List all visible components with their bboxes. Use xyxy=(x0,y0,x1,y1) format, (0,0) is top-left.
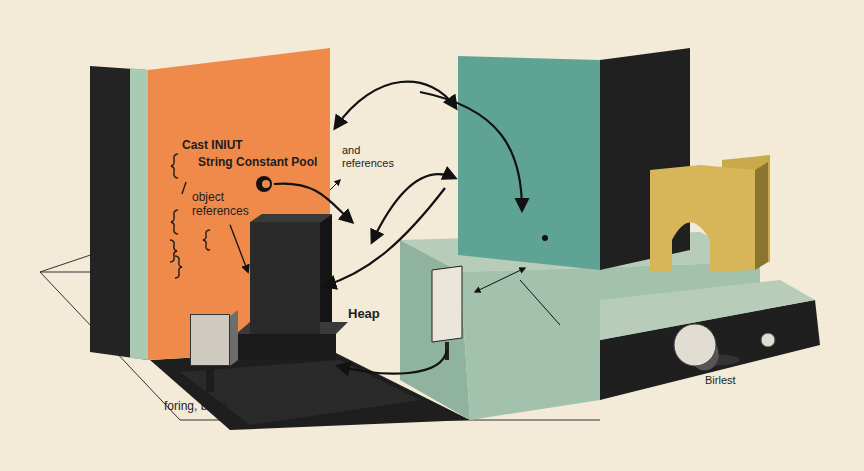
reference-arrow xyxy=(230,225,248,272)
constant-pool-panel: Cast INIUT String Constant Pool object ref… xyxy=(168,132,328,223)
small-box: foring, bluck xyxy=(190,314,230,366)
node-text: String Constant Pool xyxy=(198,155,317,169)
sphere xyxy=(761,333,775,347)
small-box-side xyxy=(230,310,238,366)
leader-lines xyxy=(330,180,560,325)
shadow xyxy=(180,360,420,425)
small-box-stand xyxy=(206,366,214,392)
reference-dot xyxy=(262,180,270,188)
panel-side xyxy=(90,66,148,360)
base-slab-side xyxy=(400,240,470,420)
node-heading: Cast INIUT xyxy=(182,138,243,152)
node-heading: foring, bluck xyxy=(164,399,229,413)
yellow-arch xyxy=(650,165,755,272)
heap-block: Heap xyxy=(250,222,320,334)
teal-panel xyxy=(458,56,600,270)
block-plinth xyxy=(236,334,336,360)
sphere xyxy=(674,324,716,366)
sphere-shade xyxy=(695,345,719,371)
reference-dot xyxy=(256,176,272,192)
teal-panel-side xyxy=(600,48,690,270)
block-side xyxy=(320,214,332,334)
object-label: Birlest xyxy=(705,374,736,387)
orange-panel xyxy=(148,48,330,360)
arch-side xyxy=(755,162,768,270)
small-column xyxy=(432,266,462,342)
panel-strip xyxy=(130,68,148,360)
node-heading: Heap xyxy=(348,306,380,322)
arrow-note: and references xyxy=(342,144,406,170)
block-top xyxy=(250,214,332,222)
teal-dot xyxy=(542,235,548,241)
node-text: object references xyxy=(192,190,262,219)
